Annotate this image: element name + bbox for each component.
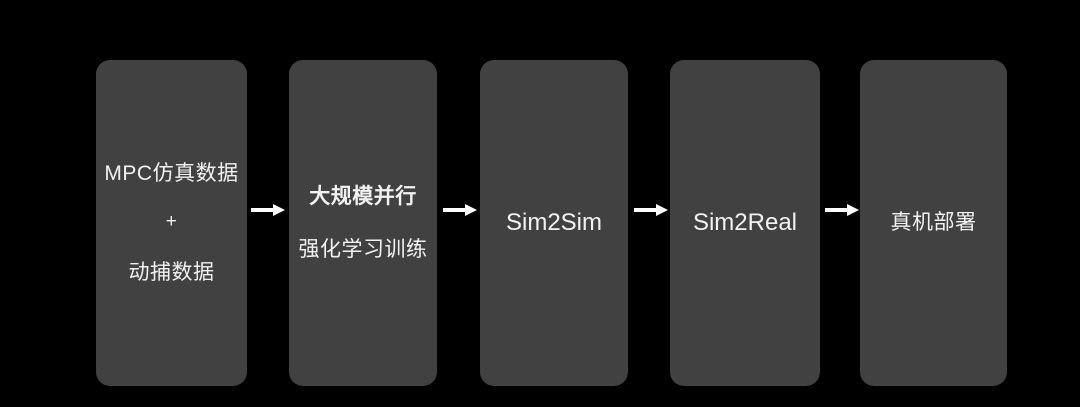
stage-label-plus: + [165, 211, 178, 233]
arrow-right-icon [251, 202, 285, 218]
stage-box-mpc-data: MPC仿真数据 + 动捕数据 [96, 60, 247, 386]
stage-box-sim2real: Sim2Real [670, 60, 820, 386]
arrow-right-icon [825, 202, 859, 218]
stage-label-line: Sim2Real [692, 208, 798, 236]
stage-box-parallel-rl-training: 大规模并行 强化学习训练 [289, 60, 437, 386]
stage-label-line: 真机部署 [890, 211, 977, 235]
stage-label-group: Sim2Real [670, 208, 820, 236]
stage-box-real-robot-deployment: 真机部署 [860, 60, 1007, 386]
stage-label-line: MPC仿真数据 [104, 161, 239, 185]
stage-label-group: 真机部署 [860, 211, 1007, 234]
stage-label-line: 强化学习训练 [298, 237, 428, 261]
stage-box-sim2sim: Sim2Sim [480, 60, 628, 386]
stage-label-line: 动捕数据 [128, 260, 215, 284]
stage-label-line: Sim2Sim [505, 208, 602, 236]
stage-label-group: Sim2Sim [480, 208, 628, 236]
arrow-right-icon [634, 202, 668, 218]
stage-label-group: MPC仿真数据 + 动捕数据 [96, 162, 247, 284]
stage-label-group: 大规模并行 强化学习训练 [289, 185, 437, 260]
arrow-right-icon [443, 202, 477, 218]
stage-label-line: 大规模并行 [309, 185, 417, 209]
